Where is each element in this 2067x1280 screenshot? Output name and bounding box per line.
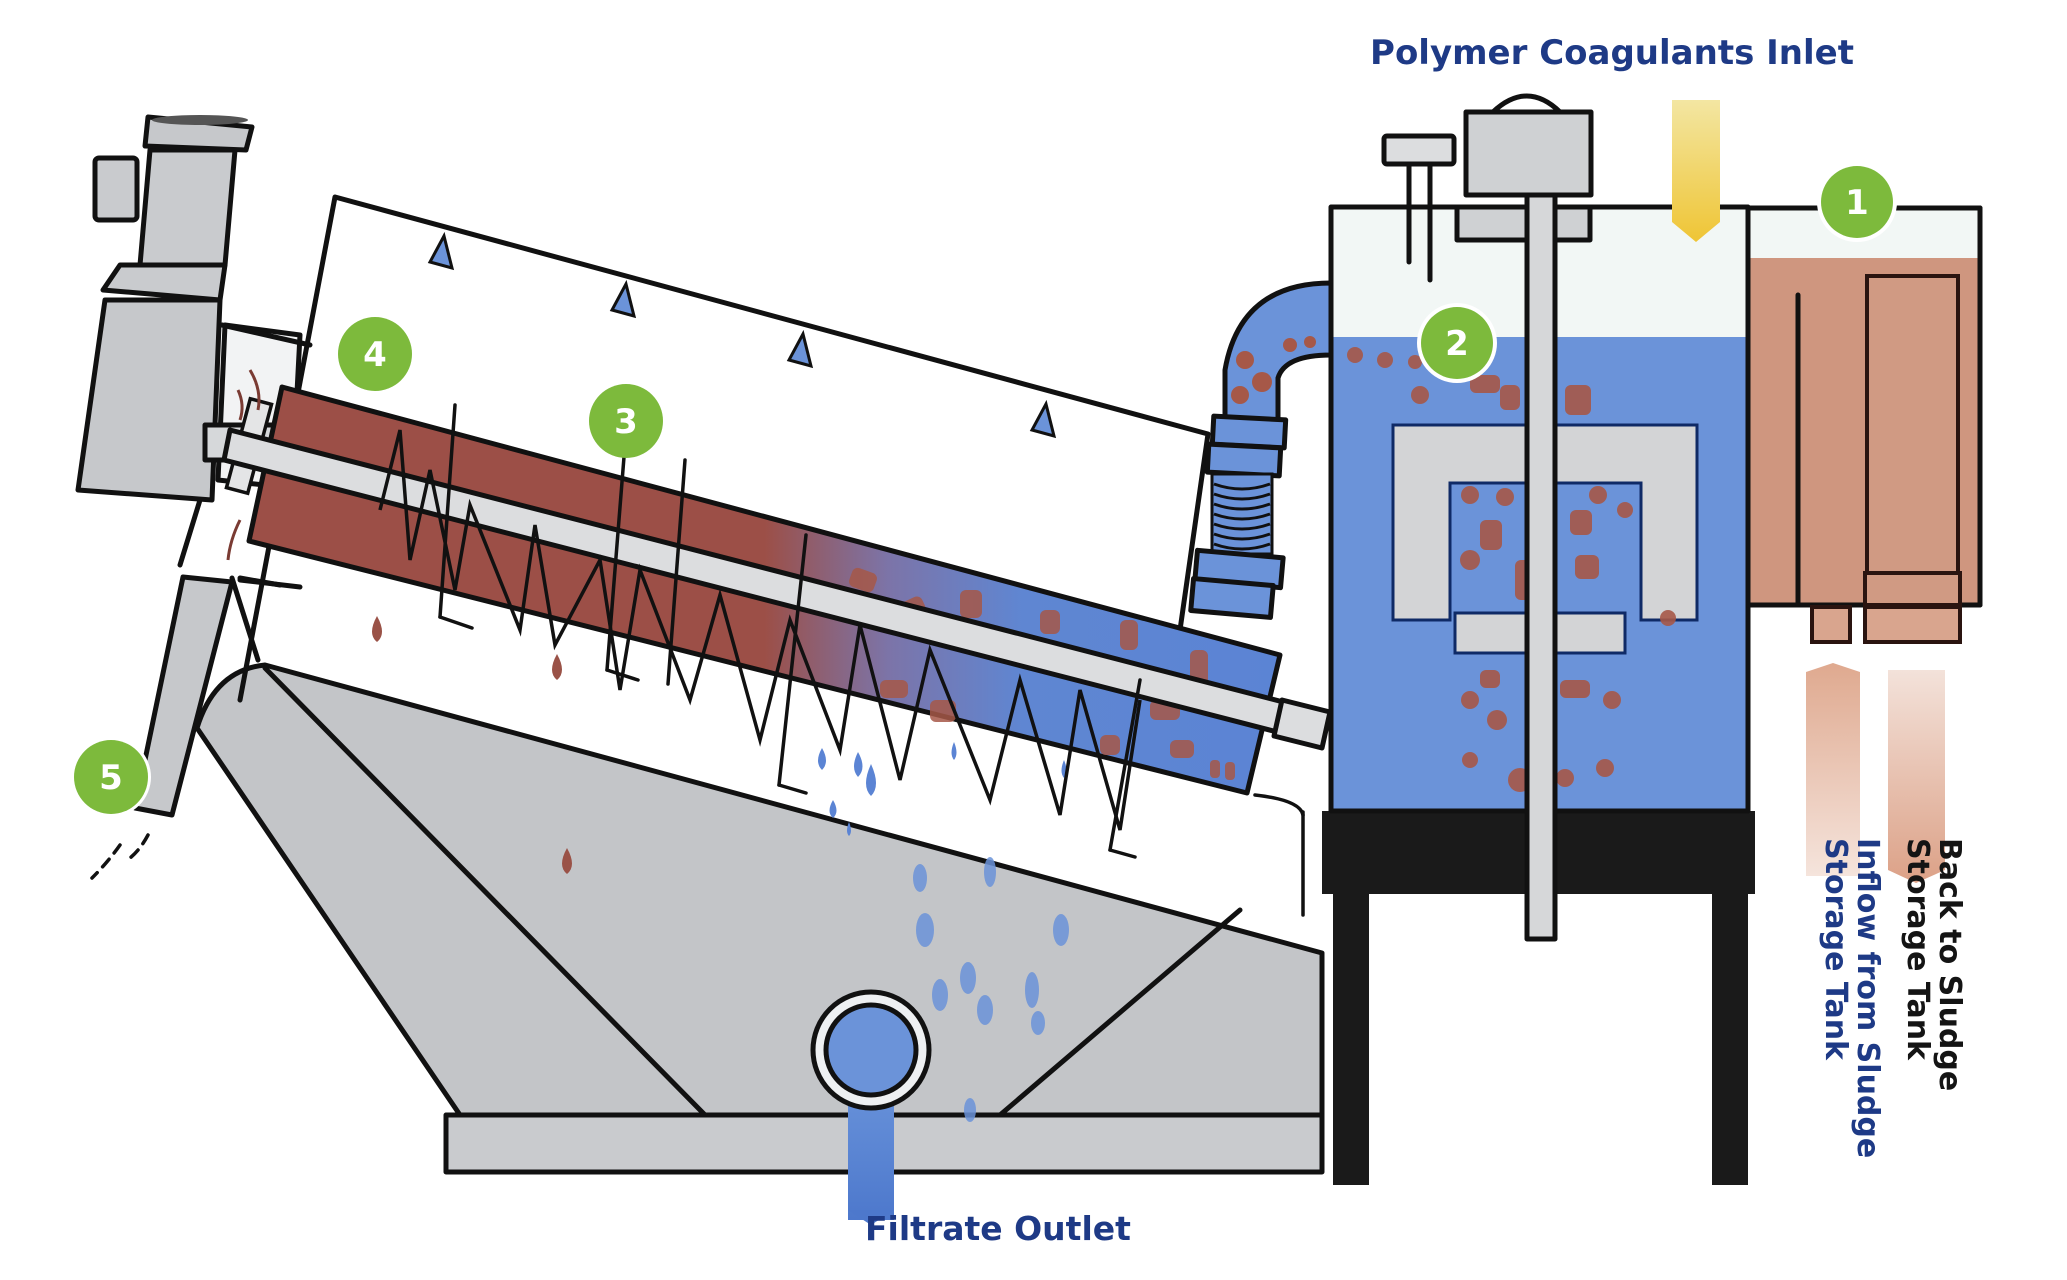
- falling-water-drops: [818, 742, 1067, 836]
- level-probe: [1381, 133, 1457, 283]
- filtrate-outlet-label: Filtrate Outlet: [865, 1209, 1131, 1248]
- arrow-down-icon: [1672, 100, 1720, 242]
- spray-nozzle-icon: [427, 231, 455, 271]
- return-arrow: [1888, 670, 1945, 883]
- inflow-line1: Inflow from Sludge: [1850, 838, 1885, 1158]
- spray-nozzle-icon: [786, 329, 814, 369]
- filtrate-outlet: [810, 989, 932, 1225]
- badge-4: 4: [338, 317, 412, 391]
- inflow-label: Inflow from Sludge Storage Tank: [1818, 838, 1885, 1158]
- connection-hose: [1188, 280, 1334, 620]
- svg-text:2: 2: [1445, 324, 1469, 364]
- basin-inner-edge-left: [262, 665, 708, 1118]
- sludge-drops: [372, 616, 572, 874]
- spray-nozzle-icon: [609, 279, 637, 319]
- back-to-sludge-label: Back to Sludge Storage Tank: [1900, 838, 1967, 1091]
- badge-5: 5: [71, 737, 151, 817]
- back-to-sludge-line2: Storage Tank: [1900, 838, 1935, 1061]
- basin-inner-edge-right: [997, 907, 1243, 1118]
- polymer-inlet-arrow: [1672, 100, 1720, 242]
- polymer-inlet-label: Polymer Coagulants Inlet: [1370, 33, 1854, 73]
- mixer-motor: [1454, 93, 1594, 942]
- arrow-down-icon: [1888, 670, 1945, 883]
- svg-text:4: 4: [363, 335, 387, 375]
- back-to-sludge-line1: Back to Sludge: [1932, 838, 1967, 1091]
- screw-press-drum: [221, 384, 1333, 859]
- svg-text:1: 1: [1845, 183, 1869, 223]
- flocculation-tank: [1328, 93, 1751, 942]
- svg-text:3: 3: [614, 402, 638, 442]
- badge-1: 1: [1817, 162, 1897, 242]
- outlet-pipe-icon: [823, 1002, 919, 1098]
- spray-nozzle-icon: [1029, 399, 1057, 439]
- inflow-line2: Storage Tank: [1818, 838, 1853, 1061]
- badge-2: 2: [1417, 303, 1497, 383]
- arrow-up-icon: [1806, 663, 1860, 876]
- inflow-arrow: [1806, 663, 1860, 876]
- sludge-inflow-chamber: [1745, 205, 1983, 644]
- filtrate-droplets: [913, 857, 1069, 1122]
- badge-3: 3: [589, 384, 663, 458]
- spray-nozzles: [427, 231, 1057, 439]
- mixer-shaft: [1524, 192, 1558, 942]
- svg-text:5: 5: [99, 758, 123, 798]
